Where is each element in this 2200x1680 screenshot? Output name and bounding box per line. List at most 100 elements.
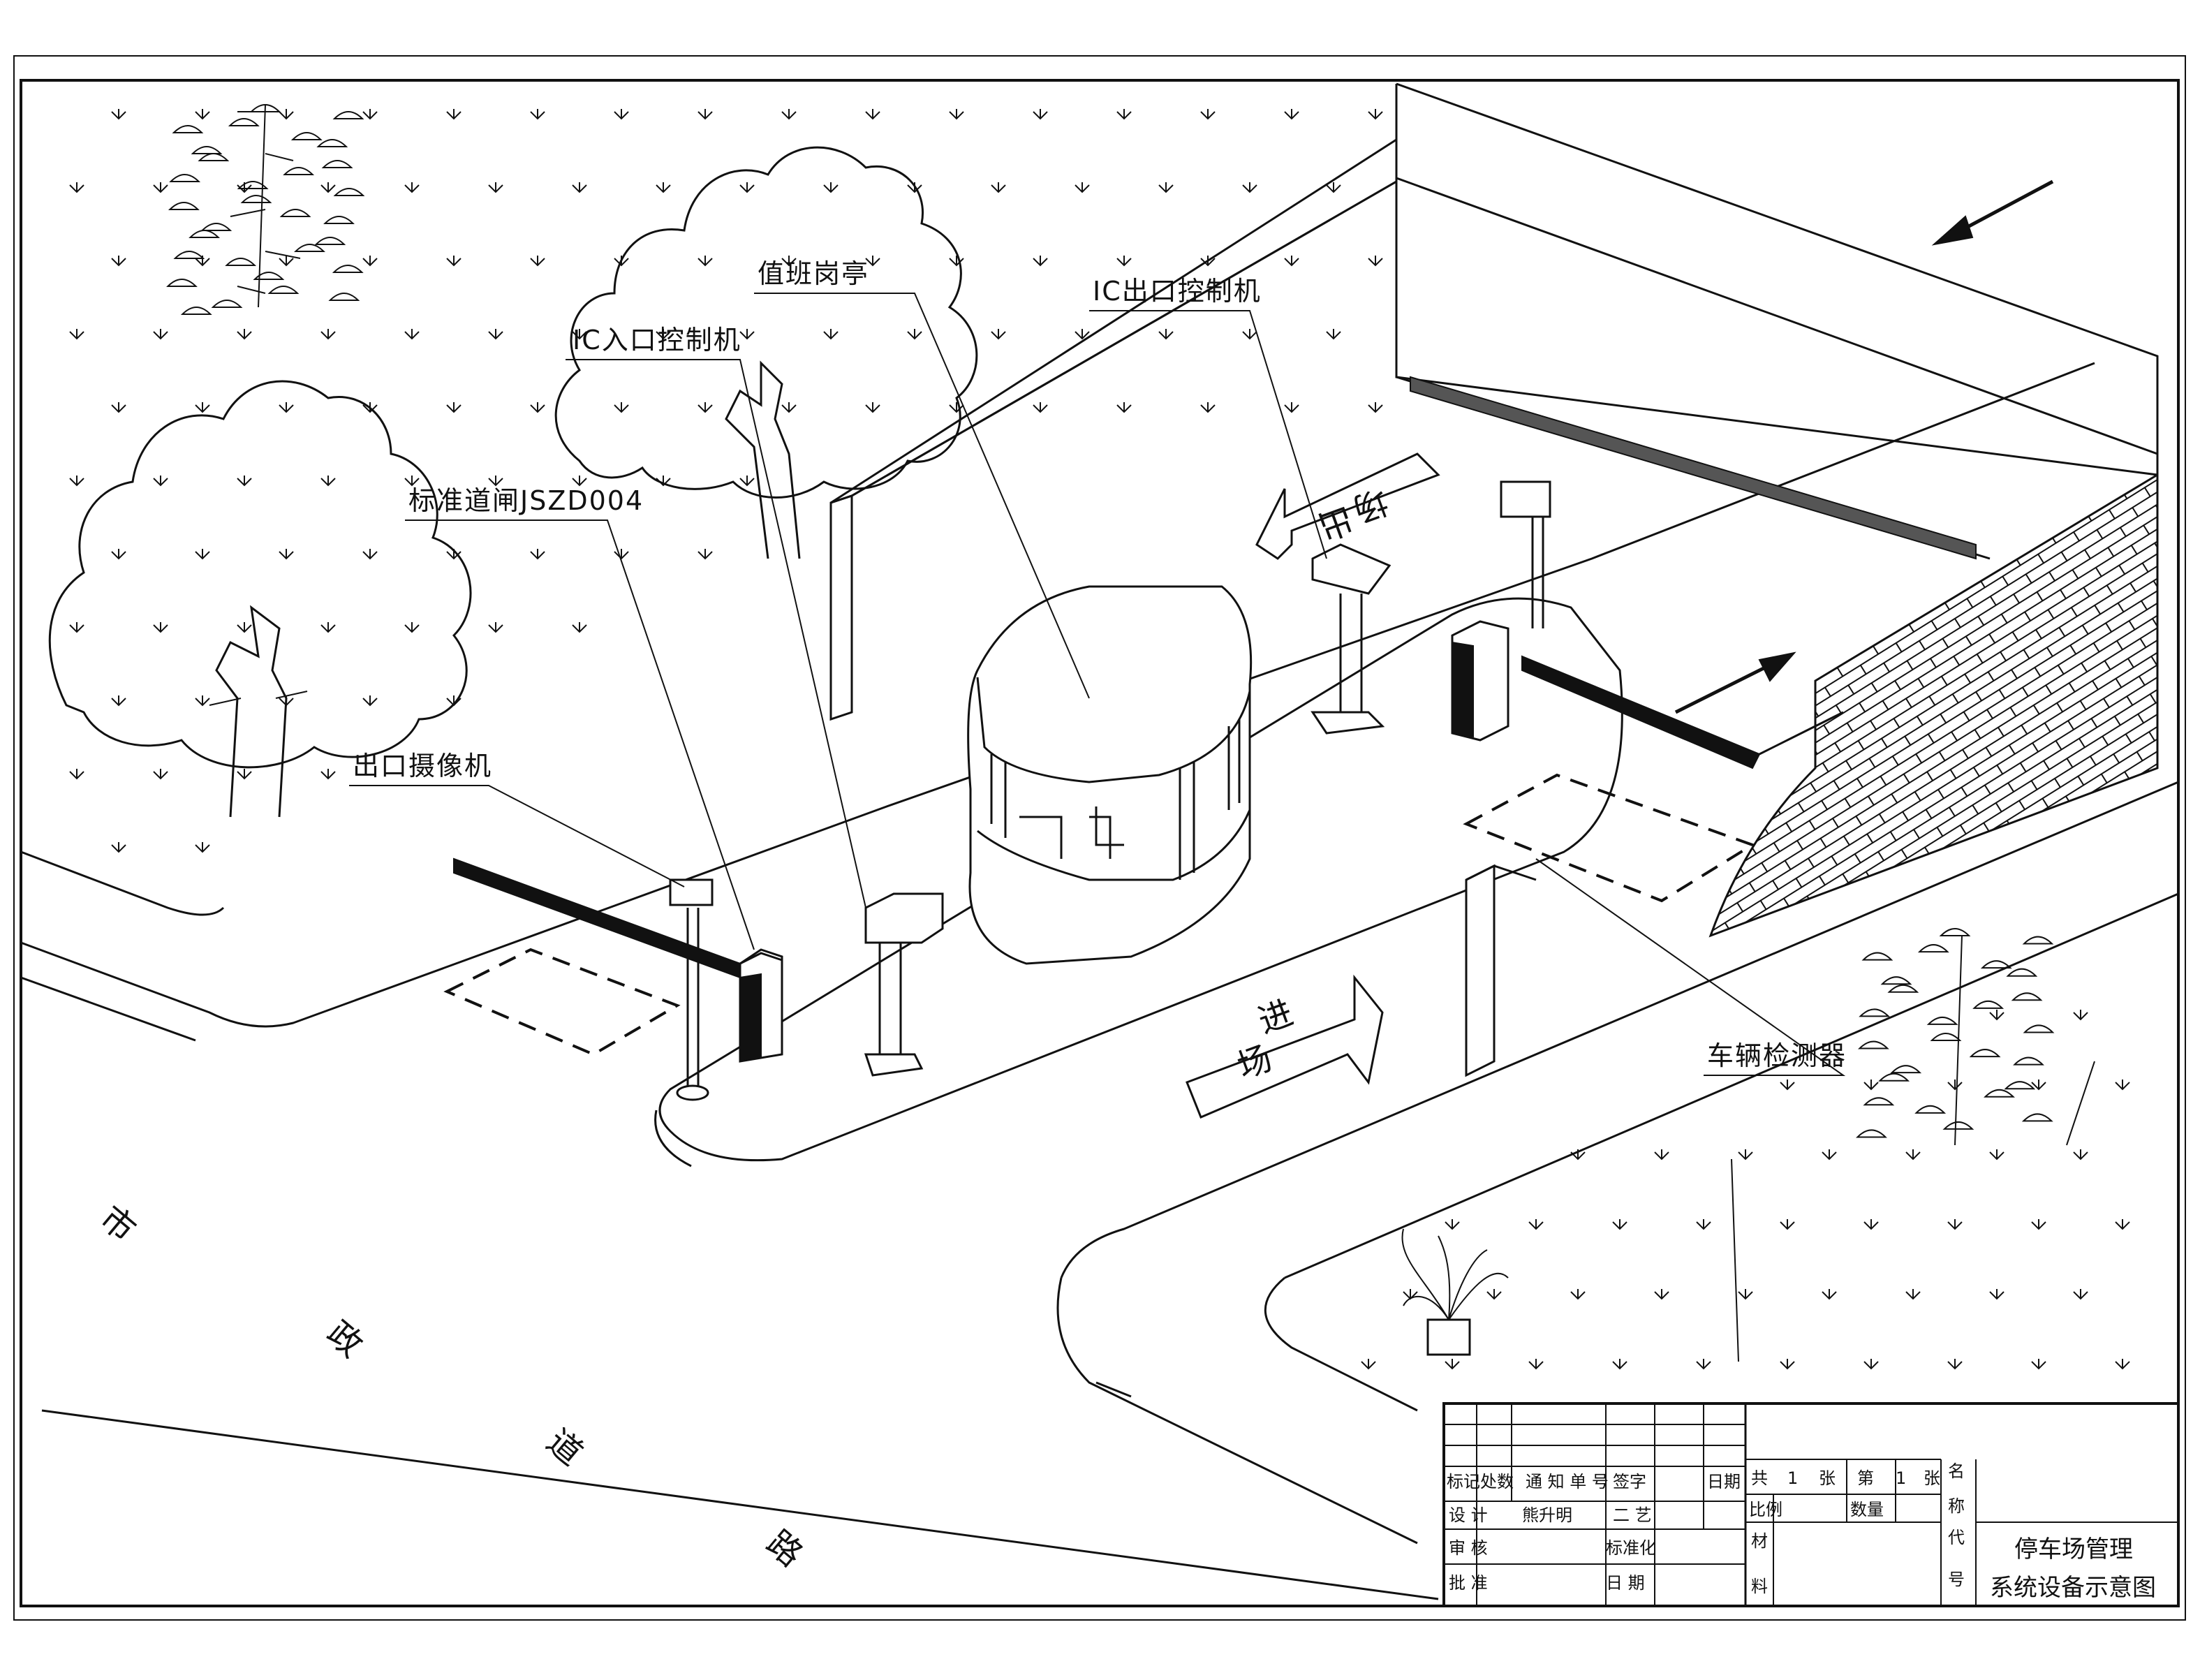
grass-tick [1075,182,1090,193]
grass-tick [823,182,839,193]
grass-tick [572,622,587,633]
tb-material-2: 料 [1751,1577,1768,1596]
grass-tick [488,329,503,340]
leaf-mark [1969,1049,2001,1058]
tb-material-1: 材 [1751,1531,1768,1551]
grass-tick [362,109,378,120]
leaf-mark [169,174,201,182]
grass-tick [69,622,84,633]
grass-tick [572,329,587,340]
grass-tick [949,402,964,413]
leaf-mark [191,146,223,154]
grass-tick [1368,109,1383,120]
grass-tick [195,695,210,707]
grass-tick [1486,1289,1502,1300]
leaf-mark [253,272,285,280]
leaf-mark [173,251,205,259]
street-char-4: 路 [759,1523,810,1575]
grass-tick [1158,182,1174,193]
grass-tick [1780,1219,1795,1230]
leaf-mark [1939,928,1971,936]
leaf-mark [1930,1033,1962,1041]
grass-tick [907,329,922,340]
leaf-mark [1859,1008,1891,1017]
grass-tick [1361,1359,1376,1370]
leaf-mark [228,118,260,126]
grass-tick [697,402,713,413]
grass-tick [362,256,378,267]
grass-tick [865,109,880,120]
grass-tick [1528,1219,1544,1230]
leaf-mark [1856,1129,1887,1138]
street-road [20,362,2179,1600]
grass-tick [237,329,252,340]
leaf-mark [1942,1121,1974,1130]
flow-arrow-top-right [1931,179,2054,246]
grass-tick [572,476,587,487]
grass-tick [865,256,880,267]
tb-approve: 批 准 [1449,1573,1488,1593]
grass-tick [1528,1359,1544,1370]
labels: IC入口控制机 值班岗亭 IC出口控制机 标准道闸JSZD004 出口摄像机 车… [353,258,1845,1071]
grass-tick [153,329,168,340]
leaf-mark [1857,1040,1889,1049]
grass-tick [530,549,545,560]
tb-title-2: 系统设备示意图 [1990,1574,2156,1602]
grass-tick [1033,109,1048,120]
grass-tick [2073,1289,2088,1300]
grass-tick [697,256,713,267]
barrier-gate-entry [453,857,783,1063]
leaf-mark [237,181,269,189]
grass-tick [1780,1359,1795,1370]
grass-tick [1780,1080,1795,1091]
tb-sheet-no: 第 [1857,1468,1874,1488]
traffic-island [654,597,1623,1167]
exit-camera [669,878,714,1101]
grass-tick [446,109,462,120]
grass-tick [320,769,336,780]
grass-tick [1200,402,1216,413]
leaf-mark [2022,936,2054,945]
street-char-1: 市 [92,1198,143,1250]
leaf-mark [249,104,281,112]
tb-code-2: 号 [1948,1570,1965,1589]
barrier-gate-exit [1451,620,1761,769]
grass-tick [69,769,84,780]
tb-name-1: 名 [1948,1461,1965,1481]
tb-r1-notice: 通 知 单 号 [1526,1472,1609,1491]
outer-border [13,55,2186,1621]
tb-title-1: 停车场管理 [2014,1535,2133,1563]
leaf-mark [1890,1065,1922,1074]
grass-tick [1242,329,1257,340]
leaf-mark [168,202,200,210]
leaf-mark [2006,968,2038,977]
leaf-mark [172,125,204,133]
grass-tick [1696,1359,1711,1370]
grass-tick [1863,1080,1879,1091]
grass-tick [320,622,336,633]
grass-tick [279,549,294,560]
leaf-mark [316,139,348,147]
grass-tick [320,476,336,487]
tb-designer: 熊升明 [1522,1505,1572,1525]
grass-tick [656,329,671,340]
grass-tick [237,476,252,487]
leaf-mark [323,216,355,224]
grass-tick [279,402,294,413]
leaf-mark [1861,952,1893,961]
grass-tick [195,402,210,413]
shrub-top-left [166,104,365,315]
grass-tick [530,256,545,267]
tb-process: 二 艺 [1613,1505,1652,1525]
grass-tick [69,329,84,340]
grass-tick [823,329,839,340]
grass-tick [2115,1080,2130,1091]
leaf-mark [166,279,198,287]
exit-road-arrow: 出 场 [1255,452,1440,560]
leaf-mark [332,265,364,273]
grass-tick [1947,1359,1963,1370]
label-exit-camera: 出口摄像机 [353,751,492,781]
entry-marking-1: 进 [1253,993,1298,1041]
leaf-mark [1980,960,2012,969]
